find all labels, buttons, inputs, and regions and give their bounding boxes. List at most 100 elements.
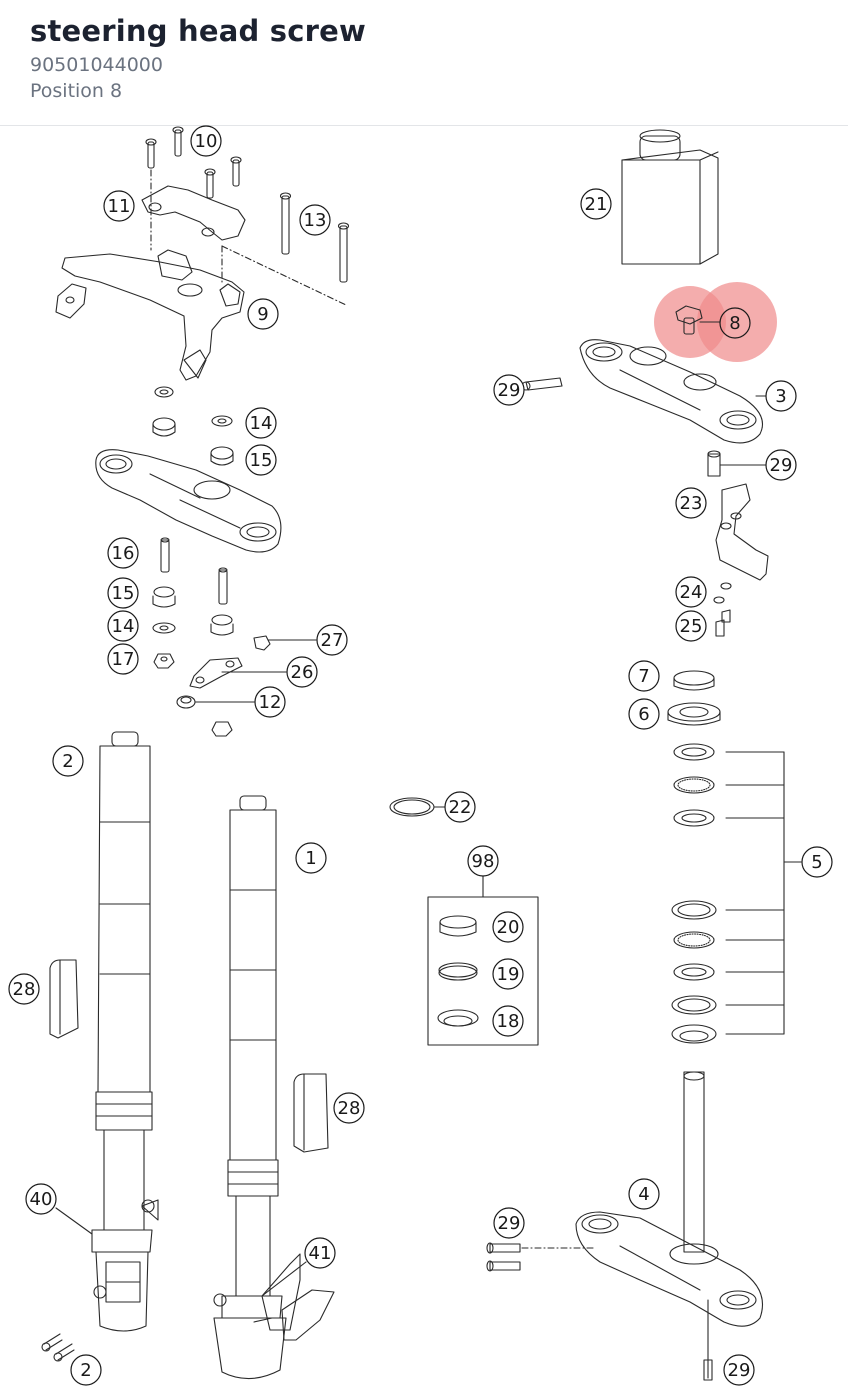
fork-leg-2[interactable] <box>91 731 159 1332</box>
callout-circle <box>299 204 331 236</box>
upper-triple-clamp-3[interactable] <box>579 339 767 444</box>
callout-number: 29 <box>728 1360 751 1381</box>
page-header: steering head screw 90501044000 Position… <box>0 0 848 126</box>
callout-28[interactable]: 28 <box>333 1092 365 1124</box>
callout-circle <box>801 846 833 878</box>
callout-circle <box>245 444 277 476</box>
callout-number: 27 <box>321 630 344 651</box>
callout-41[interactable]: 41 <box>304 1237 336 1269</box>
callout-circle <box>304 1237 336 1269</box>
callout-number: 98 <box>472 851 495 872</box>
callout-number: 21 <box>585 194 608 215</box>
callout-circle <box>190 125 222 157</box>
callout-number: 7 <box>638 666 649 687</box>
callout-number: 4 <box>638 1184 649 1205</box>
callout-number: 20 <box>497 917 520 938</box>
callout-circle <box>333 1092 365 1124</box>
callout-9[interactable]: 9 <box>247 298 279 330</box>
callout-circle <box>245 407 277 439</box>
callout-number: 3 <box>775 386 786 407</box>
bearing-stack-5-6-7[interactable] <box>667 670 802 1044</box>
bolts-position-29-upper[interactable] <box>521 377 767 477</box>
callout-circle <box>107 643 139 675</box>
lower-triple-clamp-4[interactable] <box>575 1071 764 1381</box>
fork-protectors[interactable] <box>49 959 329 1153</box>
callout-number: 17 <box>112 649 135 670</box>
callout-18[interactable]: 18 <box>492 1005 524 1037</box>
callout-number: 15 <box>112 583 135 604</box>
callout-16[interactable]: 16 <box>107 537 139 569</box>
callout-12[interactable]: 12 <box>254 686 286 718</box>
callout-14[interactable]: 14 <box>245 407 277 439</box>
callout-circle <box>493 374 525 406</box>
grease-can-21[interactable] <box>621 129 719 265</box>
callout-20[interactable]: 20 <box>492 911 524 943</box>
callout-2[interactable]: 2 <box>52 745 84 777</box>
callout-26[interactable]: 26 <box>286 656 318 688</box>
callout-number: 14 <box>112 616 135 637</box>
callout-circle <box>723 1354 755 1386</box>
callout-circle <box>628 1178 660 1210</box>
callout-6[interactable]: 6 <box>628 698 660 730</box>
callout-14[interactable]: 14 <box>107 610 139 642</box>
callout-5[interactable]: 5 <box>801 846 833 878</box>
callout-circle <box>719 307 751 339</box>
callout-circle <box>103 190 135 222</box>
handlebar-clamp-assembly[interactable] <box>55 126 350 381</box>
nut-and-screw-24-25[interactable] <box>713 582 732 637</box>
callout-number: 18 <box>497 1011 520 1032</box>
callout-number: 5 <box>811 852 822 873</box>
seal-kit-98[interactable] <box>427 875 539 1046</box>
callout-29[interactable]: 29 <box>493 374 525 406</box>
callout-number: 1 <box>305 848 316 869</box>
callout-15[interactable]: 15 <box>245 444 277 476</box>
callout-circle <box>675 576 707 608</box>
callout-7[interactable]: 7 <box>628 660 660 692</box>
callout-3[interactable]: 3 <box>765 380 797 412</box>
steering-head-screw-8[interactable] <box>675 305 721 335</box>
callout-24[interactable]: 24 <box>675 576 707 608</box>
callout-4[interactable]: 4 <box>628 1178 660 1210</box>
callout-21[interactable]: 21 <box>580 188 612 220</box>
callout-13[interactable]: 13 <box>299 204 331 236</box>
bolts-position-2[interactable] <box>41 1333 75 1362</box>
bolts-position-29-lower[interactable] <box>486 1242 595 1272</box>
callout-40[interactable]: 40 <box>25 1183 57 1215</box>
callout-23[interactable]: 23 <box>675 487 707 519</box>
callout-number: 2 <box>80 1360 91 1381</box>
callout-circle <box>628 660 660 692</box>
fork-leg-1[interactable] <box>213 795 335 1380</box>
callout-number: 24 <box>680 582 703 603</box>
callout-circle <box>467 845 499 877</box>
callout-17[interactable]: 17 <box>107 643 139 675</box>
callout-number: 15 <box>250 450 273 471</box>
callout-19[interactable]: 19 <box>492 958 524 990</box>
callout-number: 25 <box>680 616 703 637</box>
part-number: 90501044000 <box>30 54 163 76</box>
callout-8[interactable]: 8 <box>719 307 751 339</box>
callout-22[interactable]: 22 <box>444 791 476 823</box>
callout-2[interactable]: 2 <box>70 1354 102 1386</box>
callout-98[interactable]: 98 <box>467 845 499 877</box>
callout-29[interactable]: 29 <box>723 1354 755 1386</box>
callout-number: 13 <box>304 210 327 231</box>
callout-circle <box>492 1005 524 1037</box>
bracket-23[interactable] <box>715 483 769 581</box>
callout-25[interactable]: 25 <box>675 610 707 642</box>
callout-27[interactable]: 27 <box>316 624 348 656</box>
callout-29[interactable]: 29 <box>493 1207 525 1239</box>
callout-28[interactable]: 28 <box>8 973 40 1005</box>
callout-1[interactable]: 1 <box>295 842 327 874</box>
callout-circle <box>493 1207 525 1239</box>
o-ring-22[interactable] <box>389 797 435 817</box>
callout-10[interactable]: 10 <box>190 125 222 157</box>
callout-15[interactable]: 15 <box>107 577 139 609</box>
callout-number: 23 <box>680 493 703 514</box>
callout-29[interactable]: 29 <box>765 449 797 481</box>
lower-triple-clamp-left[interactable] <box>95 386 282 553</box>
callout-circle <box>25 1183 57 1215</box>
small-hardware-left[interactable] <box>152 537 317 737</box>
callout-11[interactable]: 11 <box>103 190 135 222</box>
callout-circle <box>247 298 279 330</box>
